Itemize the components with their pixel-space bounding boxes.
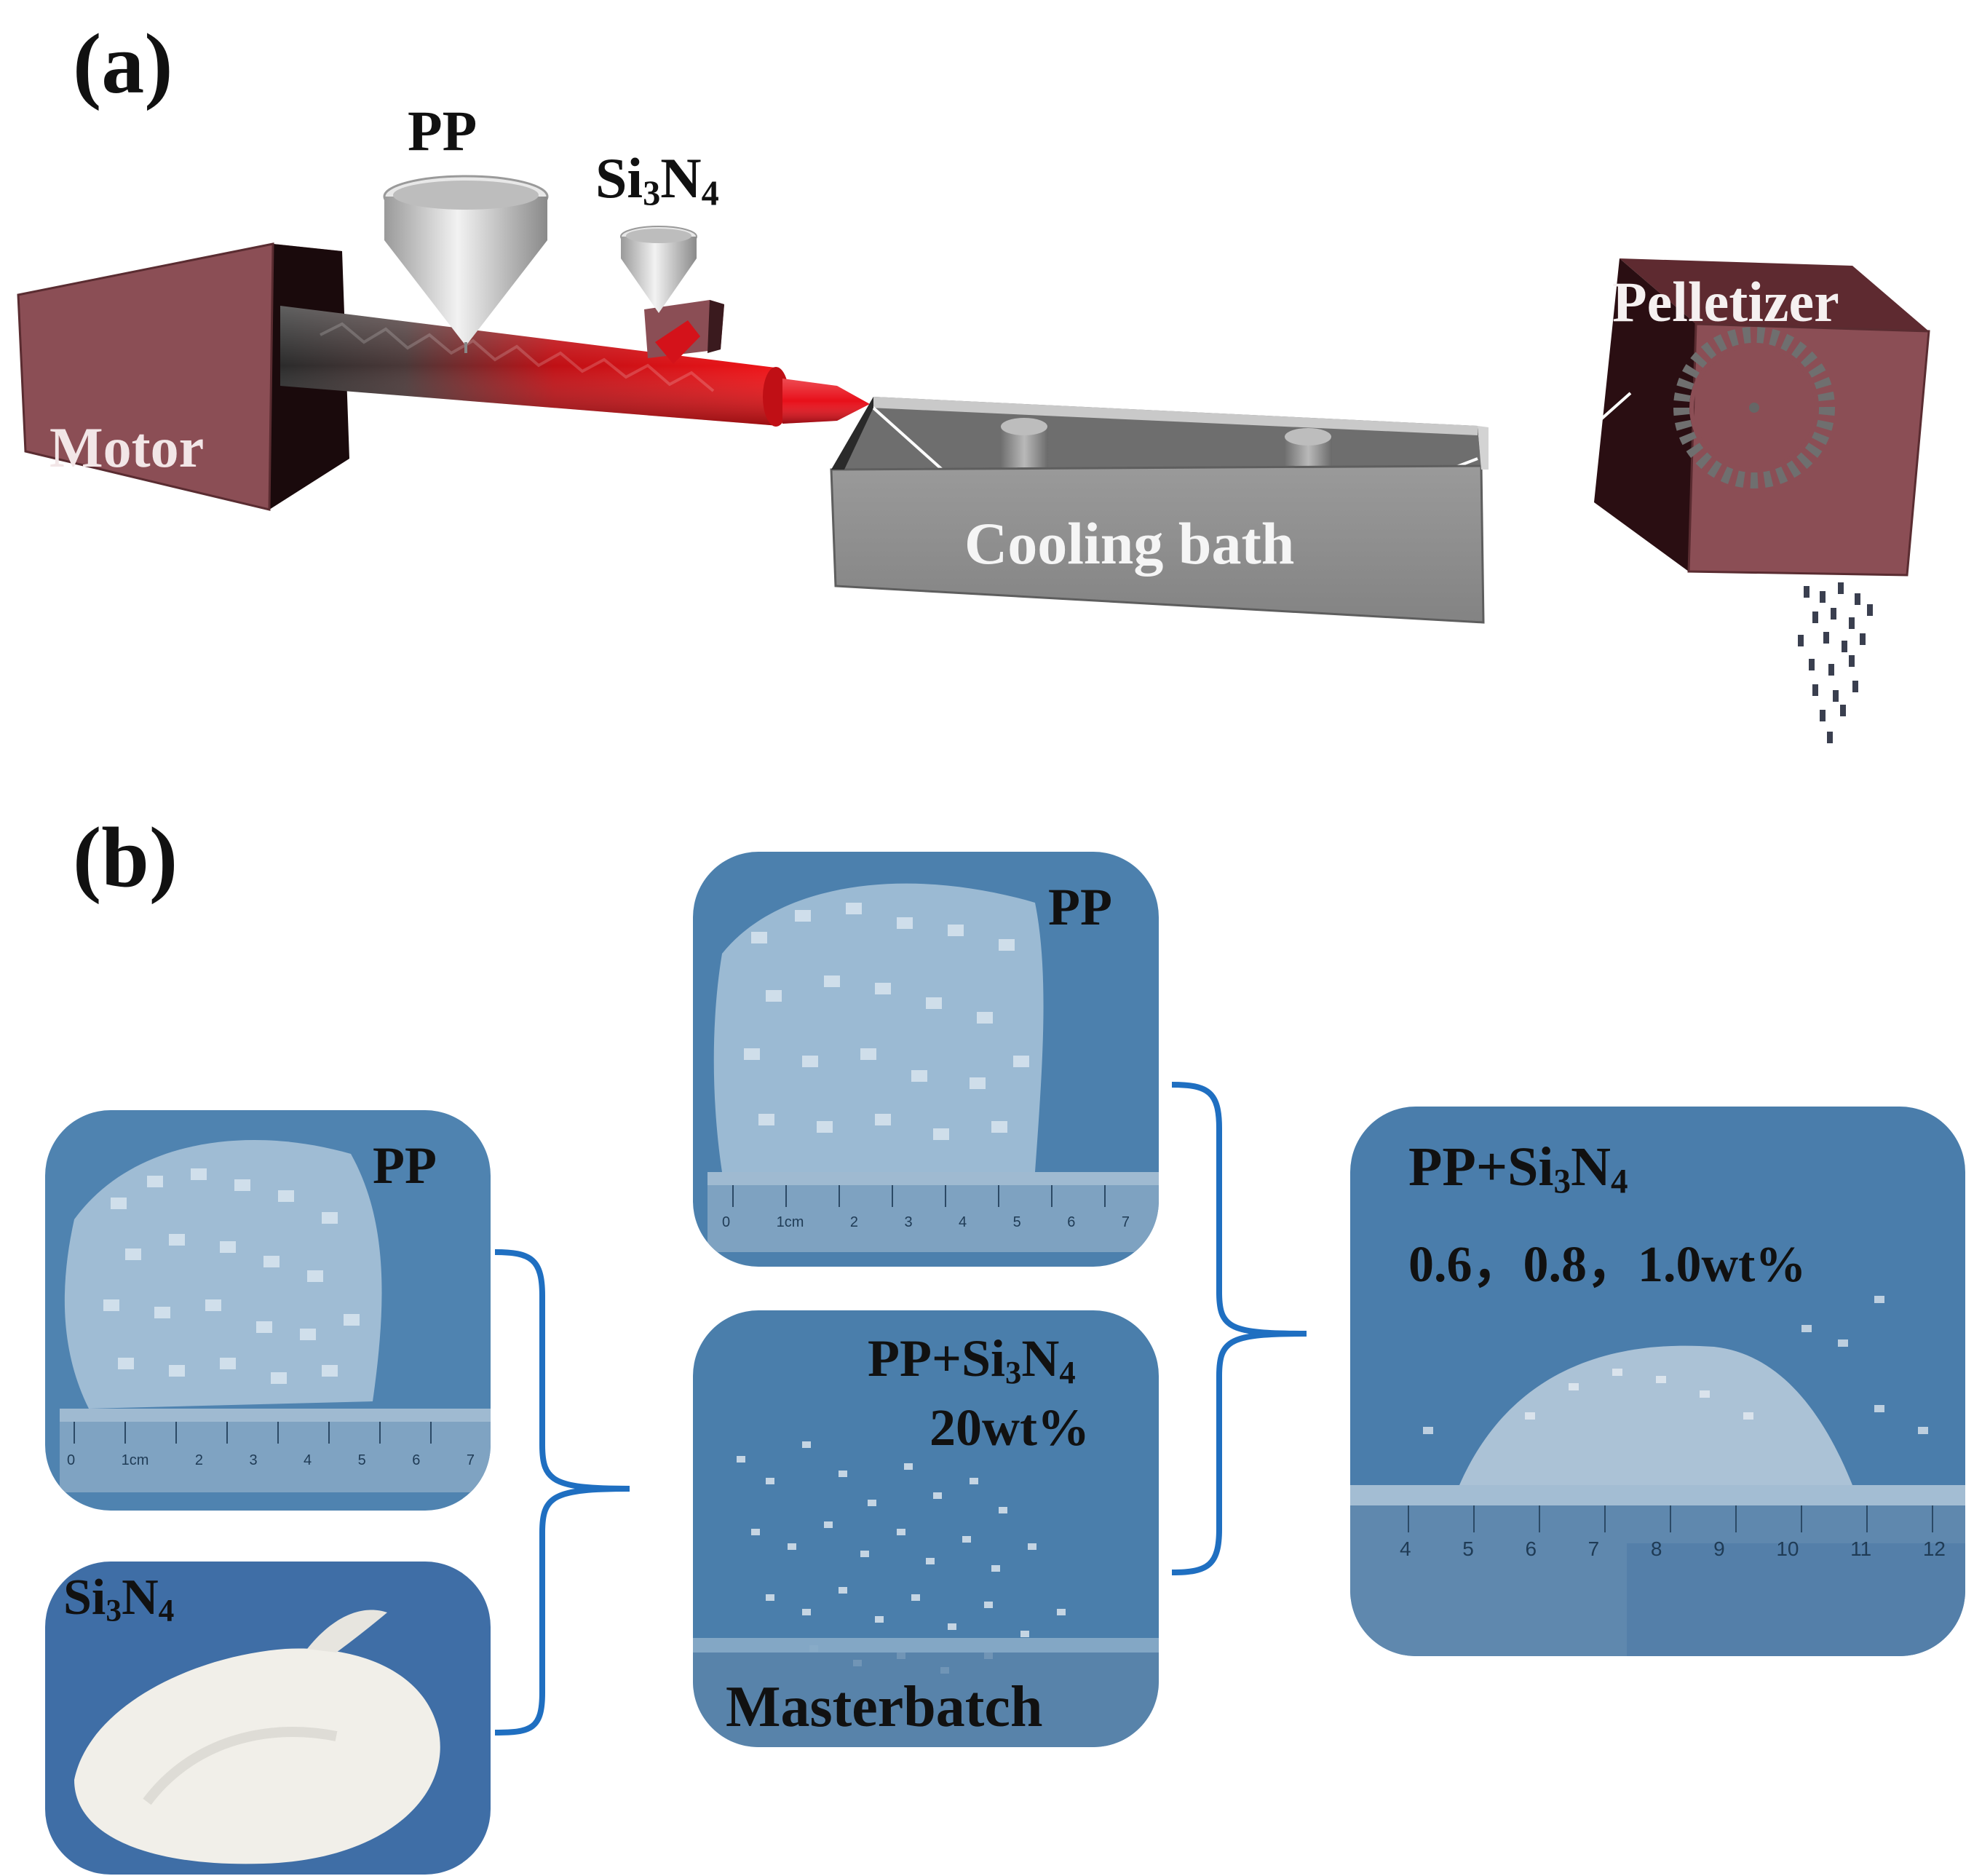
extrusion-line-diagram — [17, 175, 1930, 743]
photo-pp-granules-top: PP 0 1cm 2 3 4 5 6 7 — [693, 852, 1159, 1267]
hopper-pp-icon — [383, 175, 549, 353]
hopper-si3n4-label: Si3N4 — [595, 146, 719, 213]
motor-label: Motor — [49, 416, 205, 479]
masterbatch-label: Masterbatch — [726, 1675, 1043, 1739]
final-formula-label: PP+Si3N4 — [1408, 1136, 1628, 1201]
pp-top-ruler-ticks: 0 1cm 2 3 4 5 6 7 — [722, 1214, 1130, 1230]
side-feeder — [644, 300, 724, 364]
masterbatch-wt-label: 20wt% — [929, 1398, 1090, 1457]
bracket-left — [494, 1249, 630, 1736]
pp-granule-pile — [60, 1139, 491, 1492]
composite-granules — [1350, 1296, 1965, 1656]
pp-left-label: PP — [373, 1136, 437, 1195]
si3n4-powder-pile — [74, 1610, 440, 1864]
photo-pp-granules: PP 0 1cm 2 3 4 5 6 7 — [45, 1110, 491, 1511]
masterbatch-formula-label: PP+Si3N4 — [868, 1329, 1076, 1390]
pelletizer-label: Pelletizer — [1612, 270, 1839, 333]
final-ruler-ticks: 4 5 6 7 8 9 10 11 12 — [1400, 1537, 1946, 1560]
photo-si3n4-powder: Si3N4 — [45, 1562, 491, 1875]
masterbatch-granules — [693, 1441, 1159, 1747]
pp-left-ruler-ticks: 0 1cm 2 3 4 5 6 7 — [67, 1452, 475, 1468]
cooling-bath-label: Cooling bath — [964, 510, 1295, 577]
si3n4-photo-label: Si3N4 — [63, 1570, 175, 1628]
pp-granule-pile-top — [707, 883, 1159, 1252]
photo-final-composite: PP+Si3N4 0.6，0.8，1.0wt% 4 5 6 7 8 9 10 1… — [1350, 1107, 1965, 1656]
bracket-middle — [1171, 1082, 1307, 1575]
extruder-barrel — [280, 306, 870, 427]
falling-pellets-icon — [1798, 582, 1873, 743]
photo-masterbatch: PP+Si3N4 20wt% Masterbatch — [693, 1310, 1159, 1747]
cutter-gear-icon — [1673, 327, 1835, 488]
final-wt-label: 0.6，0.8，1.0wt% — [1408, 1237, 1807, 1293]
hopper-si3n4-icon — [620, 226, 697, 313]
pp-top-label: PP — [1048, 878, 1112, 936]
panel-b-letter: (b) — [73, 810, 178, 905]
hopper-pp-label: PP — [408, 99, 477, 162]
cooling-bath — [830, 397, 1489, 624]
panel-a-letter: (a) — [73, 16, 173, 111]
